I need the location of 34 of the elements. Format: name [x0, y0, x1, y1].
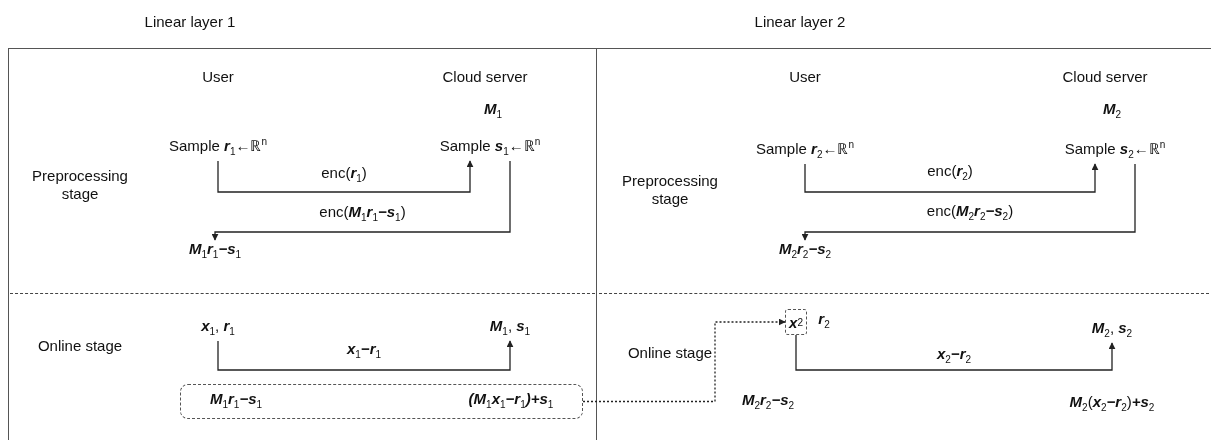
text-label: Cloud server [442, 68, 528, 86]
formula-text: M$_{1}$r$_{1}$−s$_{1}$ [209, 390, 263, 414]
formula-text: (M$_{1}$x$_{1}$−r$_{1}$)+s$_{1}$ [468, 390, 554, 414]
text-label: M$_{2}$ [1102, 100, 1122, 122]
formula-text: Sample r$_{2}$←ℝ$^{n}$ [756, 136, 854, 164]
arrow [217, 340, 514, 371]
formula-text: M$_{2}$(x$_{2}$−r$_{2}$)+s$_{2}$ [1069, 393, 1155, 417]
arrow [804, 163, 1099, 193]
stage-title: Preprocessing stage [31, 167, 129, 203]
stage-title: Preprocessing stage [621, 172, 719, 208]
formula-text: M$_{2}$r$_{2}$−s$_{2}$ [778, 240, 832, 264]
text-label: Cloud server [1062, 68, 1148, 86]
text-label: M$_{1}$ [483, 100, 503, 122]
arrow [582, 318, 786, 403]
stage-title: Online stage [626, 344, 714, 362]
arrow [211, 160, 511, 241]
formula-text: M$_{1}$r$_{1}$−s$_{1}$ [188, 240, 242, 264]
text-label: User [202, 68, 234, 86]
dashed-box [180, 384, 583, 419]
arrow [801, 163, 1136, 241]
formula-text: x$_{1}$, r$_{1}$ [201, 317, 235, 341]
formula-text: Sample r$_{1}$←ℝ$^{n}$ [169, 133, 267, 161]
formula-text: Sample s$_{2}$←ℝ$^{n}$ [1064, 136, 1166, 164]
arrow [217, 160, 474, 193]
panel-heading: Linear layer 2 [754, 13, 846, 31]
stage-title: Online stage [36, 337, 124, 355]
formula-text: M$_{2}$, s$_{2}$ [1091, 319, 1133, 343]
arrow [795, 334, 1116, 371]
formula-text: r$_{2}$ [818, 310, 830, 332]
formula-text: M$_{2}$r$_{2}$−s$_{2}$ [741, 391, 795, 415]
panel-heading: Linear layer 1 [144, 13, 236, 31]
text-label: User [789, 68, 821, 86]
formula-text: M$_{1}$, s$_{1}$ [489, 317, 531, 341]
formula-text: Sample s$_{1}$←ℝ$^{n}$ [439, 133, 541, 161]
